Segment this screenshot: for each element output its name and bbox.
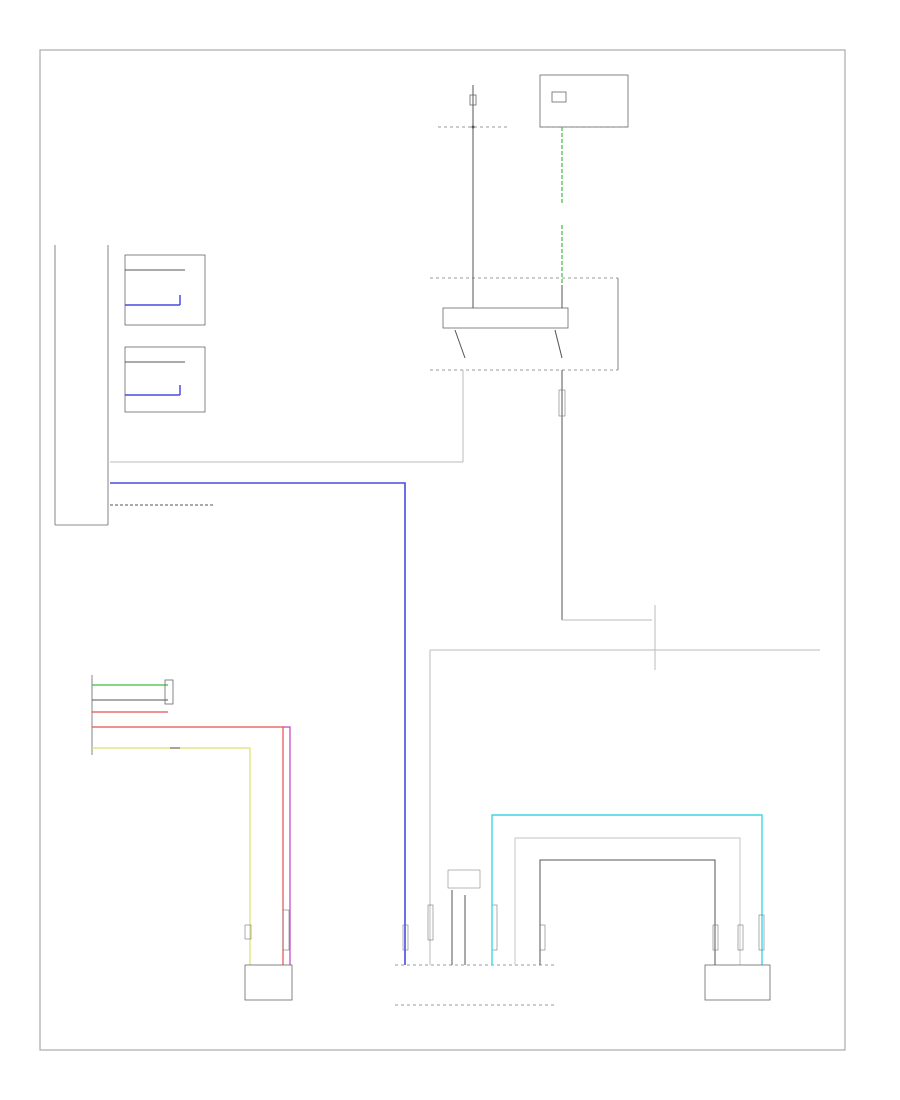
fuse-block-left bbox=[438, 85, 510, 129]
component-bottom-left bbox=[244, 909, 293, 1001]
wire-gray-return bbox=[539, 859, 716, 965]
wire-pink bbox=[283, 726, 291, 965]
wire-red bbox=[92, 726, 284, 965]
wire-cyan bbox=[491, 814, 763, 965]
wire-lightgray bbox=[514, 837, 741, 965]
ecu-block bbox=[54, 245, 206, 526]
junction-mid bbox=[429, 605, 820, 965]
sensor-block bbox=[91, 675, 174, 755]
wire-yellow bbox=[92, 747, 251, 965]
fuse-block-right bbox=[539, 74, 629, 128]
component-bottom-center bbox=[395, 869, 555, 1006]
component-bottom-right bbox=[704, 914, 771, 1001]
relay-block bbox=[430, 277, 619, 371]
diagram-frame bbox=[39, 49, 846, 1051]
wire-blue bbox=[110, 482, 406, 965]
